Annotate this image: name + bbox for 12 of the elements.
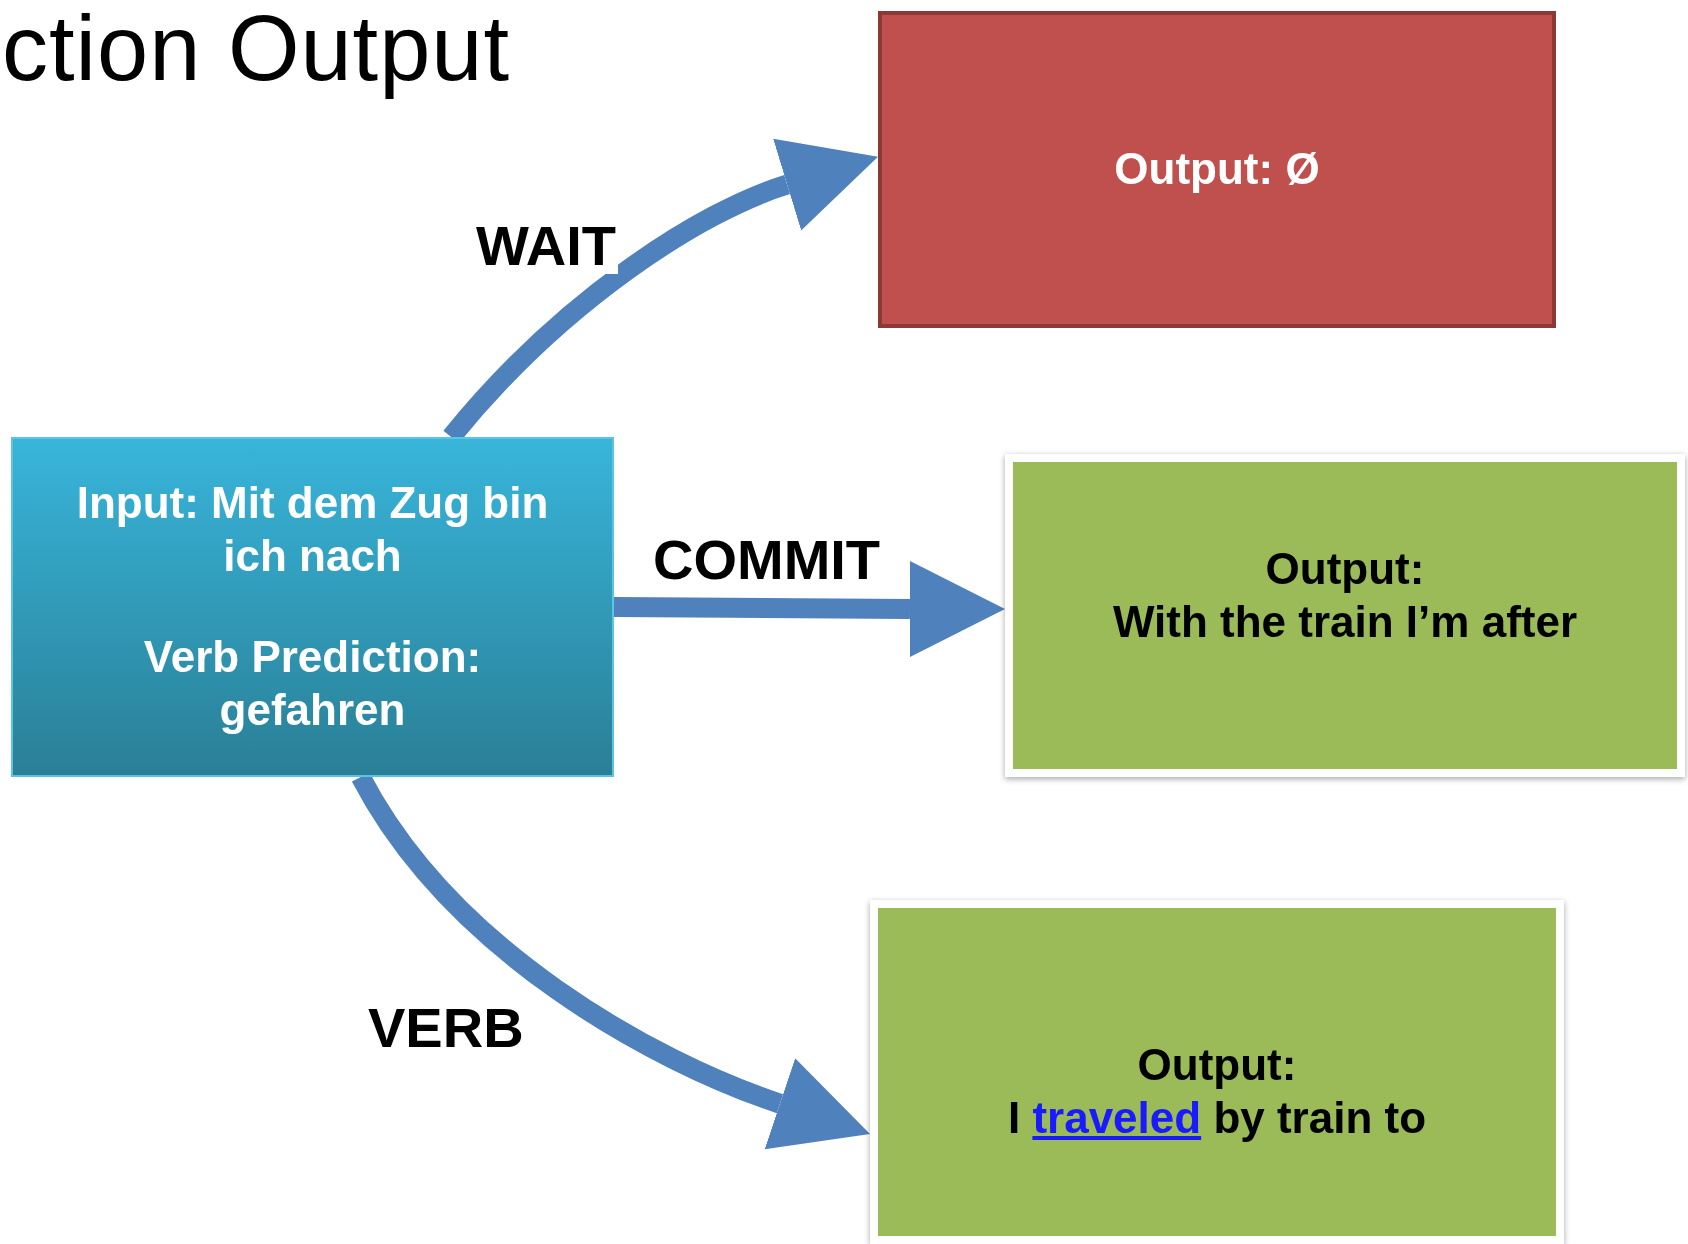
box-heading: Output: — [1137, 1039, 1297, 1092]
box-text: With the train I’m after — [1112, 595, 1578, 648]
link: traveled — [1032, 1093, 1202, 1142]
slide-title: ction Output — [2, 0, 511, 101]
box-text: I traveled by train to — [1007, 1092, 1427, 1144]
box-heading: Output: — [1265, 542, 1425, 595]
box-heading: Input: Mit dem Zug bin ich nach — [75, 477, 550, 583]
input-box — [11, 437, 614, 777]
box-heading: Output: Ø — [1114, 143, 1320, 196]
arrow — [613, 561, 1005, 658]
output-box — [878, 11, 1556, 328]
box-text: Verb Prediction: gefahren — [142, 631, 483, 736]
